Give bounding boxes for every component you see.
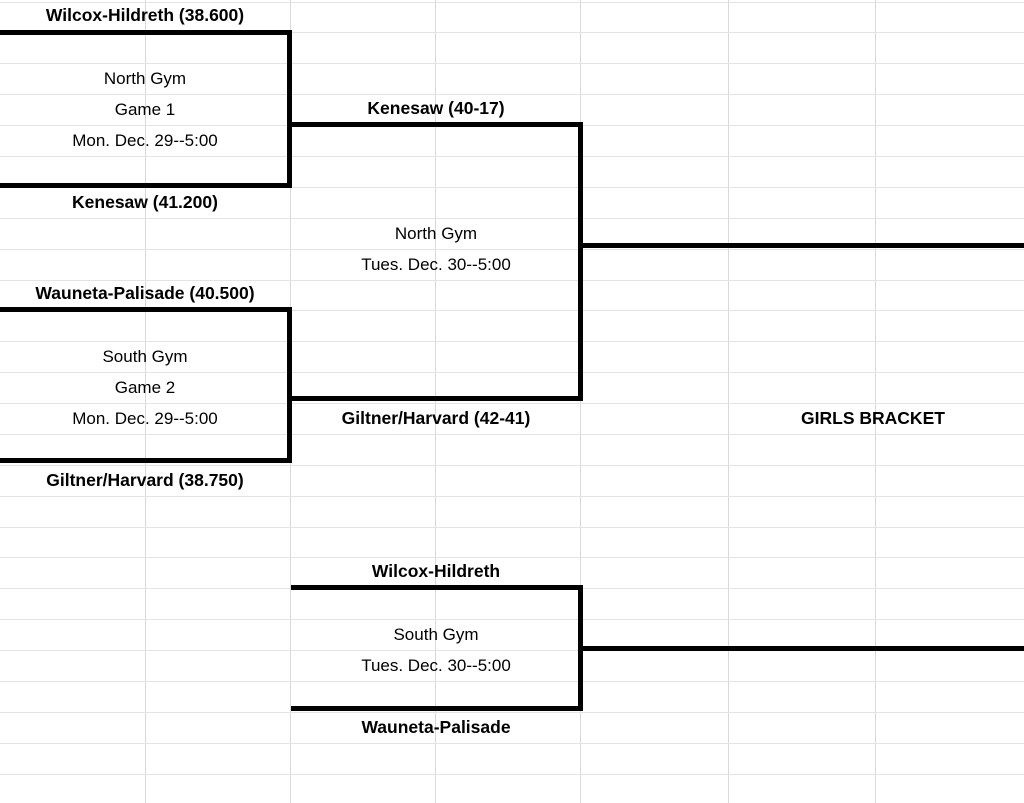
gridline-horizontal <box>0 557 1024 558</box>
game2-venue: South Gym <box>102 347 188 366</box>
game1-bottom-team: Kenesaw (41.200) <box>72 191 218 212</box>
gridline-vertical <box>145 0 146 803</box>
semifinal2-top-team: Wilcox-Hildreth <box>371 560 501 581</box>
gridline-horizontal <box>0 619 1024 620</box>
game2-label: Game 2 <box>114 378 176 397</box>
gridline-horizontal <box>0 403 1024 404</box>
game2-datetime: Mon. Dec. 29--5:00 <box>72 409 218 428</box>
gridline-vertical <box>728 0 729 803</box>
game2-bracket-right-line <box>287 307 292 463</box>
semifinal2-datetime: Tues. Dec. 30--5:00 <box>361 656 511 675</box>
gridline-horizontal <box>0 743 1024 744</box>
gridline-horizontal <box>0 650 1024 651</box>
gridline-horizontal <box>0 372 1024 373</box>
semifinal1-bottom-team: Giltner/Harvard (42-41) <box>341 407 531 428</box>
gridline-horizontal <box>0 527 1024 528</box>
gridline-horizontal <box>0 94 1024 95</box>
semifinal1-bracket-top-line <box>291 122 583 127</box>
gridline-horizontal <box>0 341 1024 342</box>
gridline-horizontal <box>0 681 1024 682</box>
semifinal1-venue: North Gym <box>394 224 478 243</box>
gridline-horizontal <box>0 2 1024 3</box>
game2-top-team: Wauneta-Palisade (40.500) <box>35 282 255 303</box>
semifinal1-top-team: Kenesaw (40-17) <box>367 97 505 118</box>
gridline-horizontal <box>0 63 1024 64</box>
gridline-horizontal <box>0 774 1024 775</box>
game2-bottom-team: Giltner/Harvard (38.750) <box>46 469 244 490</box>
game1-datetime: Mon. Dec. 29--5:00 <box>72 131 218 150</box>
gridline-horizontal <box>0 218 1024 219</box>
gridline-horizontal <box>0 712 1024 713</box>
championship-bottom-advance-line <box>578 646 1024 651</box>
gridline-vertical <box>875 0 876 803</box>
semifinal1-bracket-bottom-line <box>291 396 583 401</box>
game1-label: Game 1 <box>114 100 176 119</box>
gridline-horizontal <box>0 32 1024 33</box>
gridline-horizontal <box>0 187 1024 188</box>
game1-bracket-bottom-line <box>0 183 292 188</box>
semifinal2-bottom-team: Wauneta-Palisade <box>361 716 511 737</box>
gridline-horizontal <box>0 156 1024 157</box>
semifinal2-bracket-top-line <box>291 585 583 590</box>
gridline-horizontal <box>0 465 1024 466</box>
gridline-vertical <box>580 0 581 803</box>
bracket-title: GIRLS BRACKET <box>801 407 945 428</box>
championship-top-advance-line <box>578 243 1024 248</box>
semifinal1-datetime: Tues. Dec. 30--5:00 <box>361 255 511 274</box>
semifinal2-bracket-bottom-line <box>291 706 583 711</box>
gridline-vertical <box>435 0 436 803</box>
semifinal1-bracket-right-line <box>578 122 583 401</box>
gridline-horizontal <box>0 310 1024 311</box>
gridline-horizontal <box>0 249 1024 250</box>
game2-bracket-top-line <box>0 307 292 312</box>
semifinal2-venue: South Gym <box>393 625 479 644</box>
game1-bracket-top-line <box>0 30 292 35</box>
game1-venue: North Gym <box>103 69 187 88</box>
gridline-horizontal <box>0 280 1024 281</box>
game2-bracket-bottom-line <box>0 458 292 463</box>
game1-bracket-right-line <box>287 30 292 188</box>
game1-top-team: Wilcox-Hildreth (38.600) <box>45 5 245 26</box>
gridline-horizontal <box>0 496 1024 497</box>
gridline-horizontal <box>0 434 1024 435</box>
